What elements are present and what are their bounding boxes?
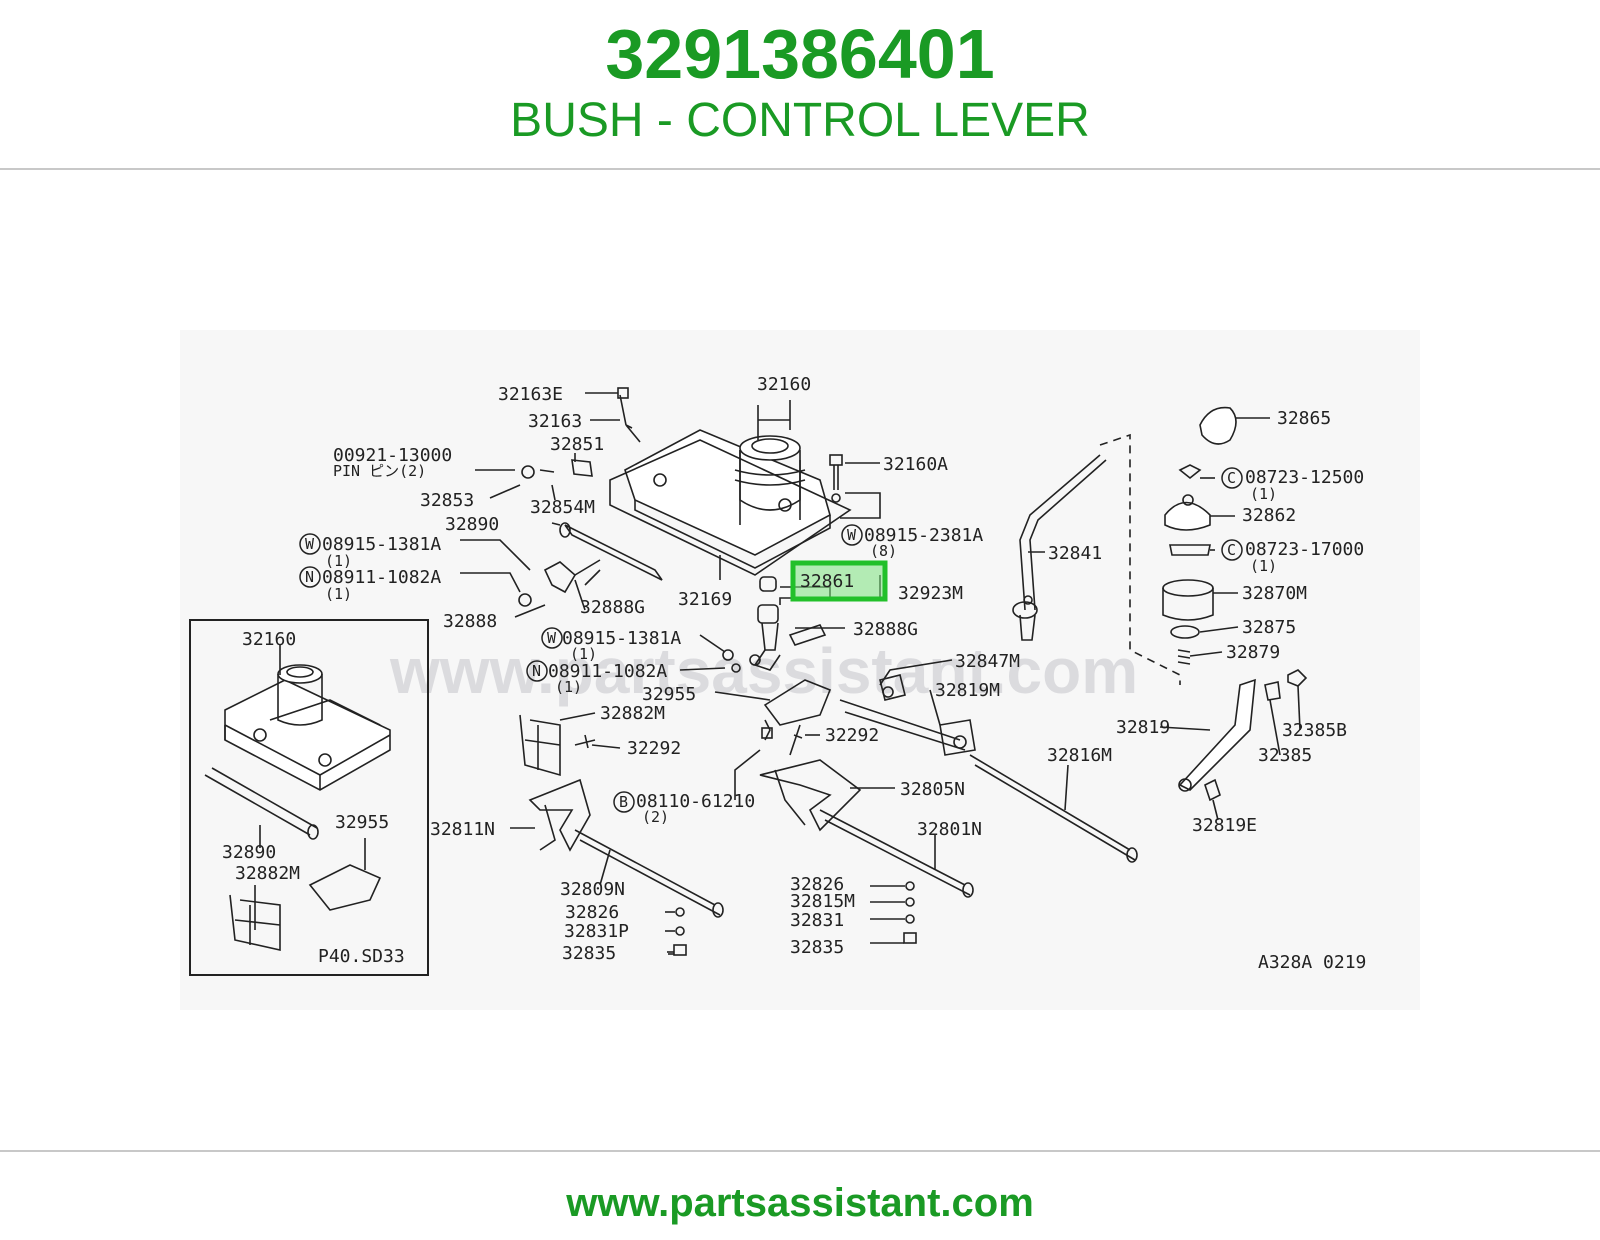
label-32862: 32862 [1242,505,1296,526]
label-qty-1-c: (1) [570,645,597,663]
label-08911-1082A: 08911-1082A [322,567,441,588]
label-32819E: 32819E [1192,815,1257,836]
label-32169: 32169 [678,589,732,610]
label-08723-17000: 08723-17000 [1245,539,1364,560]
label-32292-b: 32292 [825,725,879,746]
label-32870M: 32870M [1242,583,1307,604]
label-32815M: 32815M [790,891,855,912]
inset-label-32160: 32160 [242,629,296,650]
label-32853: 32853 [420,490,474,511]
label-32826-b: 32826 [790,874,844,895]
inset-label-32955: 32955 [335,812,389,833]
label-32861-highlighted: 32861 [800,571,854,592]
highlight-box [790,560,888,602]
label-32865: 32865 [1277,408,1331,429]
footer-divider [0,1150,1600,1152]
label-32875: 32875 [1242,617,1296,638]
inset-code: P40.SD33 [318,946,405,967]
badge-w-3: W [547,629,557,647]
label-08915-2381A: 08915-2381A [864,525,983,546]
inset-label-32882M: 32882M [235,863,300,884]
label-32160A: 32160A [883,454,948,475]
label-00921-13000: 00921-13000 [333,445,452,466]
label-32888G: 32888G [580,597,645,618]
label-32835-b: 32835 [790,937,844,958]
label-32882M: 32882M [600,703,665,724]
diagram-code: A328A 0219 [1258,952,1366,973]
label-32801N: 32801N [917,819,982,840]
badge-b: B [619,793,628,811]
label-08915-1381A: 08915-1381A [322,534,441,555]
label-32805N: 32805N [900,779,965,800]
label-08915-1381A-b: 08915-1381A [562,628,681,649]
circled-letter-badges [299,467,1243,813]
part-number-title: 3291386401 [605,15,995,93]
watermark: www.partsassistant.com [389,635,1138,707]
label-08911-1082A-b: 08911-1082A [548,661,667,682]
inset-label-32890: 32890 [222,842,276,863]
label-qty-1-d: (1) [555,678,582,696]
label-qty-1-b: (1) [325,585,352,603]
label-32819M: 32819M [935,680,1000,701]
label-32831P: 32831P [564,921,629,942]
label-32879: 32879 [1226,642,1280,663]
label-32890: 32890 [445,514,499,535]
label-32809N: 32809N [560,879,625,900]
label-32854M: 32854M [530,497,595,518]
badge-w-2: W [847,526,857,544]
badge-n-2: N [532,662,541,680]
label-08723-12500: 08723-12500 [1245,467,1364,488]
parts-diagram: www.partsassistant.com [180,330,1420,1010]
label-pin: PIN ピン(2) [333,462,426,480]
part-name-subtitle: BUSH - CONTROL LEVER [510,94,1090,147]
label-qty-1-a: (1) [325,552,352,570]
label-qty-8: (8) [870,542,897,560]
label-32385B: 32385B [1282,720,1347,741]
header-divider [0,168,1600,170]
parts-line-art [204,387,1308,956]
label-32816M: 32816M [1047,745,1112,766]
inset-frame [189,619,429,976]
label-32163E: 32163E [498,384,563,405]
label-32831: 32831 [790,910,844,931]
label-qty-2: (2) [642,808,669,826]
label-32826: 32826 [565,902,619,923]
label-32811N: 32811N [430,819,495,840]
label-32841: 32841 [1048,543,1102,564]
label-32888G-b: 32888G [853,619,918,640]
label-32923M: 32923M [898,583,963,604]
label-32160: 32160 [757,374,811,395]
badge-w-1: W [305,535,315,553]
label-32847M: 32847M [955,651,1020,672]
footer-url[interactable]: www.partsassistant.com [566,1181,1034,1225]
label-32163: 32163 [528,411,582,432]
label-32835: 32835 [562,943,616,964]
label-qty-1-e: (1) [1250,485,1277,503]
label-32819: 32819 [1116,717,1170,738]
label-qty-1-f: (1) [1250,557,1277,575]
badge-n-1: N [305,568,314,586]
label-32955: 32955 [642,684,696,705]
label-32385: 32385 [1258,745,1312,766]
label-32851: 32851 [550,434,604,455]
badge-c-2: C [1227,541,1236,559]
label-32292: 32292 [627,738,681,759]
badge-c-1: C [1227,469,1236,487]
label-32888: 32888 [443,611,497,632]
label-08110-61210: 08110-61210 [636,791,755,812]
